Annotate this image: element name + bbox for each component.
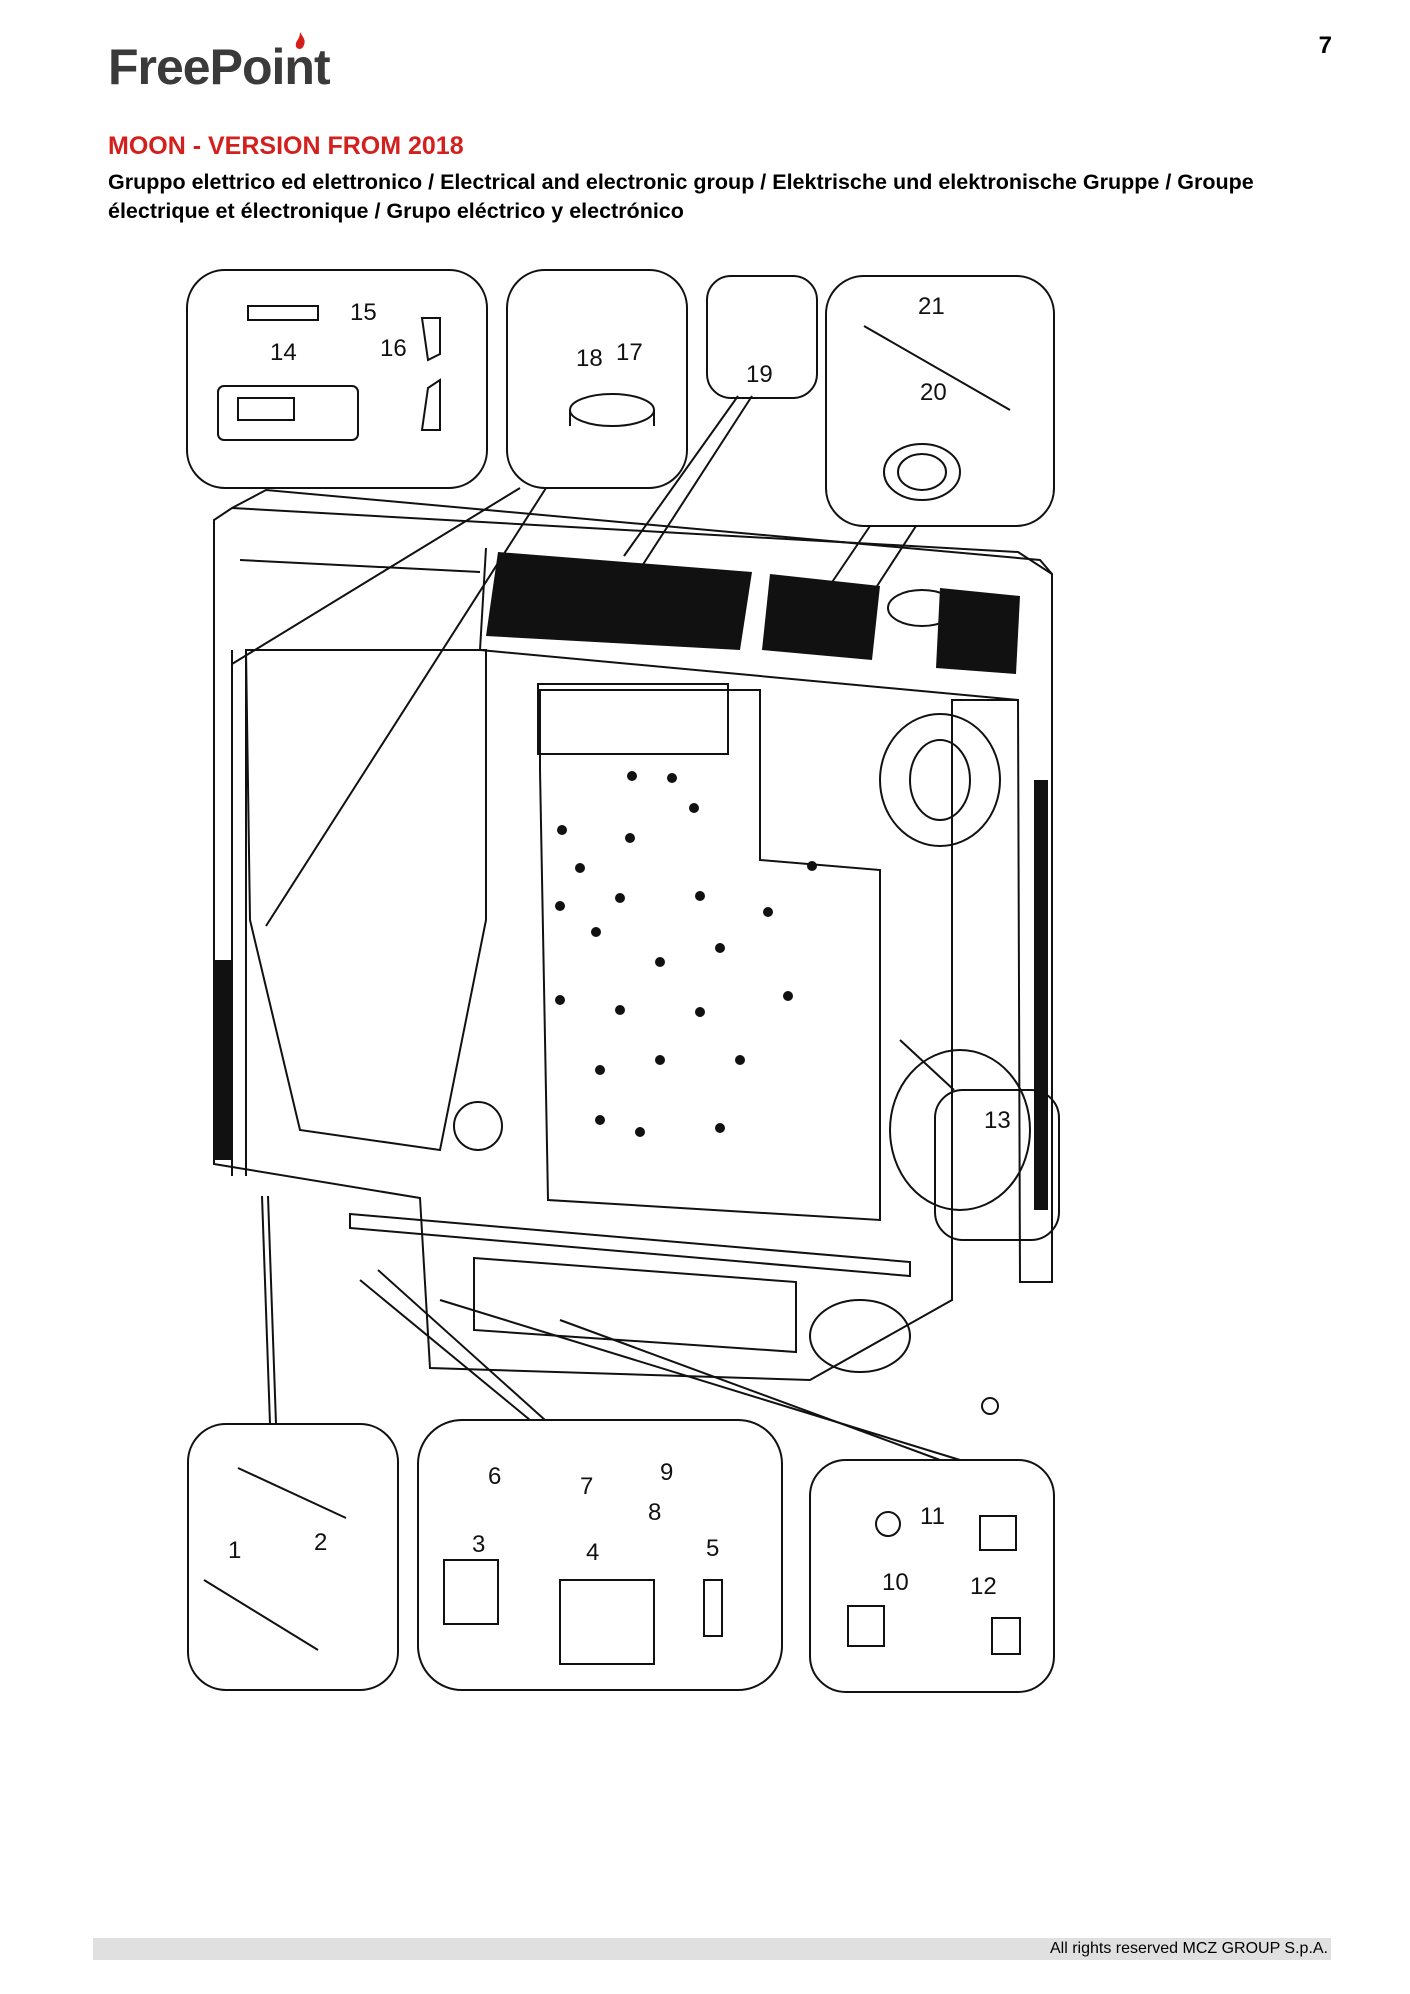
footer-bar: [93, 1938, 1331, 1960]
callout-6: 6: [488, 1463, 501, 1490]
callout-8: 8: [648, 1499, 661, 1526]
callout-5: 5: [706, 1535, 719, 1562]
front-rail: [349, 1212, 911, 1278]
brand-logo: FreePoint: [108, 32, 331, 96]
pellet-hopper: [244, 649, 487, 1152]
footer-copyright: All rights reserved MCZ GROUP S.p.A.: [1050, 1940, 1328, 1957]
top-panel: [231, 488, 1053, 575]
callout-10: 10: [882, 1569, 909, 1596]
callout-7: 7: [580, 1473, 593, 1500]
brand-logo-text: FreePoint: [108, 39, 331, 95]
callout-1: 1: [228, 1537, 241, 1564]
detail-box-display: [186, 269, 488, 489]
callout-19: 19: [746, 361, 773, 388]
detail-box-pressure-switch: [506, 269, 688, 489]
top-grille-left: [486, 552, 752, 650]
callout-15: 15: [350, 299, 377, 326]
room-fan: [889, 1049, 1031, 1211]
callout-3: 3: [472, 1531, 485, 1558]
stove-body-outline: [213, 506, 1053, 1382]
top-grille-mid: [762, 574, 880, 660]
callout-14: 14: [270, 339, 297, 366]
page-number: 7: [1318, 32, 1332, 59]
flame-icon: [295, 32, 305, 49]
callout-21: 21: [918, 293, 945, 320]
detail-box-cables: [187, 1423, 399, 1691]
detail-box-power: [809, 1459, 1055, 1693]
callout-11: 11: [920, 1503, 945, 1530]
central-panel: [539, 689, 881, 1222]
callout-4: 4: [586, 1539, 599, 1566]
smoke-fan: [879, 713, 1001, 847]
callout-13: 13: [984, 1107, 1011, 1134]
detail-box-electronics: [417, 1419, 783, 1691]
detail-box-13: [934, 1089, 1060, 1241]
detail-box-sensor-20-21: [825, 275, 1055, 527]
callout-17: 17: [616, 339, 643, 366]
document-subtitle: Gruppo elettrico ed elettronico / Electr…: [108, 170, 1254, 223]
callout-16: 16: [380, 335, 407, 362]
document-title: MOON - VERSION FROM 2018: [108, 132, 464, 160]
callout-12: 12: [970, 1573, 997, 1600]
top-grille-right: [936, 588, 1020, 674]
detail-box-sensor-19: [706, 275, 818, 399]
callout-9: 9: [660, 1459, 673, 1486]
callout-2: 2: [314, 1529, 327, 1556]
callout-20: 20: [920, 379, 947, 406]
callout-18: 18: [576, 345, 603, 372]
